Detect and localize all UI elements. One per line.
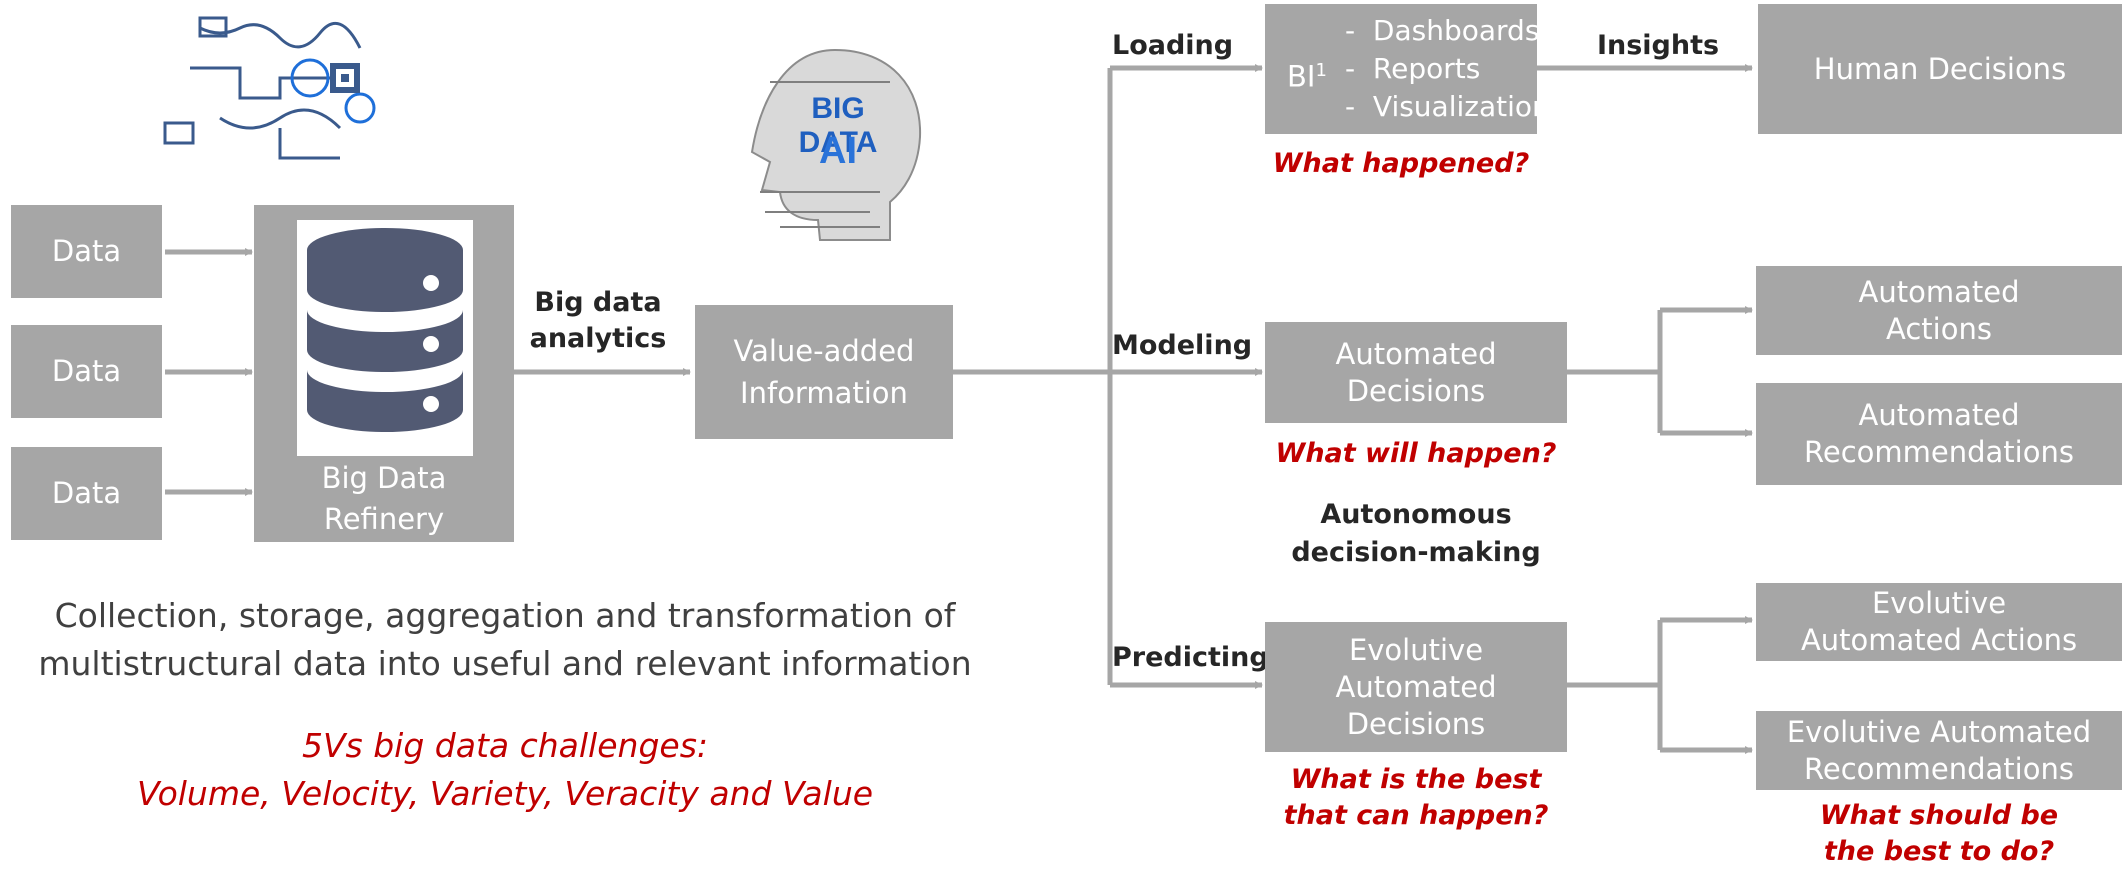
predicting-label: Predicting bbox=[1112, 642, 1269, 673]
data-input-1: Data bbox=[11, 205, 162, 298]
data-input-3: Data bbox=[11, 447, 162, 540]
bi-footnote-sup: 1 bbox=[1315, 60, 1327, 81]
bi-item-visualization: - Visualization bbox=[1345, 90, 1550, 123]
question-what-happened: What happened? bbox=[1272, 148, 1530, 179]
autonomous-decision-making-label: Autonomous decision-making bbox=[1291, 499, 1541, 568]
automated-decisions: Automated Decisions bbox=[1265, 322, 1567, 423]
bi-item-reports: - Reports bbox=[1345, 52, 1481, 85]
value-added-information: Value-added Information bbox=[695, 305, 953, 439]
five-vs-challenges: 5Vs big data challenges: Volume, Velocit… bbox=[136, 726, 874, 813]
question-best-that-can-happen: What is the best that can happen? bbox=[1283, 764, 1549, 831]
human-decisions: Human Decisions bbox=[1758, 4, 2122, 134]
evolutive-automated-recommendations: Evolutive Automated Recommendations bbox=[1756, 711, 2122, 790]
big-data-brain-illustration: BIG DATA AI bbox=[740, 42, 930, 252]
brain-text-ai: AI bbox=[819, 130, 857, 172]
loading-label: Loading bbox=[1112, 30, 1234, 61]
brain-text-big-data: BIG DATA bbox=[798, 92, 878, 159]
evolutive-automated-actions: Evolutive Automated Actions bbox=[1756, 583, 2122, 661]
automated-actions: Automated Actions bbox=[1756, 266, 2122, 355]
caption-text: Collection, storage, aggregation and tra… bbox=[38, 596, 972, 683]
question-what-will-happen: What will happen? bbox=[1275, 438, 1557, 469]
bi-box: BI1 - Dashboards - Reports - Visualizati… bbox=[1265, 4, 1550, 134]
modeling-label: Modeling bbox=[1112, 330, 1253, 361]
automated-recommendations: Automated Recommendations bbox=[1756, 383, 2122, 485]
bi-item-dashboards: - Dashboards bbox=[1345, 14, 1540, 47]
bi-prefix-text: BI bbox=[1287, 59, 1316, 94]
evolutive-automated-decisions: Evolutive Automated Decisions bbox=[1265, 622, 1567, 752]
bi-prefix: BI1 bbox=[1287, 52, 1327, 96]
refinery-label: Big Data Refinery bbox=[321, 461, 447, 536]
big-data-refinery: Big Data Refinery bbox=[254, 205, 514, 542]
database-icon bbox=[297, 220, 473, 456]
data-input-2: Data bbox=[11, 325, 162, 418]
question-what-should-be-best: What should be the best to do? bbox=[1819, 800, 2059, 867]
circuit-illustration bbox=[160, 8, 420, 173]
insights-label: Insights bbox=[1596, 30, 1720, 61]
big-data-analytics-label: Big data analytics bbox=[529, 287, 667, 354]
